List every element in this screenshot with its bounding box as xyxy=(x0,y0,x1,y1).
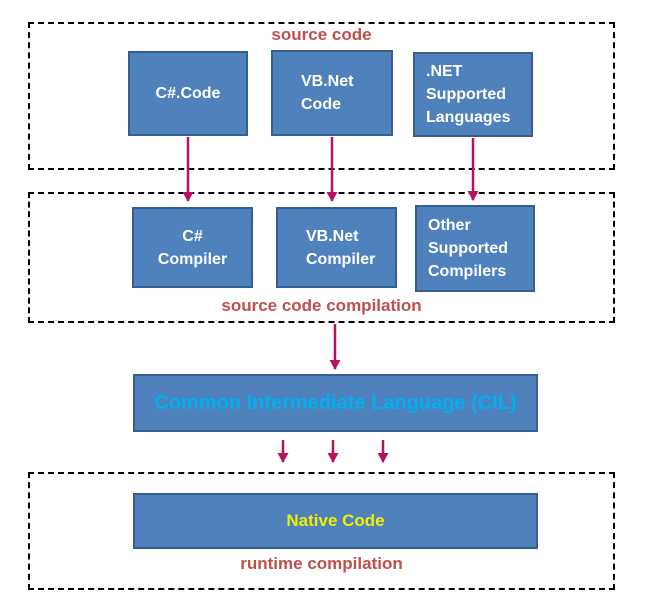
node-text-line: Supported xyxy=(426,86,506,103)
compilation-section-label: source code compilation xyxy=(221,296,422,315)
node-text-line: Compiler xyxy=(306,250,376,268)
node-text-line: Languages xyxy=(426,109,511,126)
node-text-line: VB.Net xyxy=(301,73,354,90)
node-text-line: .NET xyxy=(426,63,463,80)
runtime-section-label: runtime compilation xyxy=(240,554,403,573)
node-cil-bar: Common Intermediate Language (CIL) xyxy=(133,374,538,432)
node-vbnet-compiler: VB.Net Compiler xyxy=(276,207,397,288)
node-text-line: VB.Net xyxy=(306,227,359,245)
runtime-section-box xyxy=(28,472,615,590)
node-text-line: C# xyxy=(182,227,203,245)
node-text-line: Compiler xyxy=(157,250,228,268)
node-native-code-bar: Native Code xyxy=(133,493,538,549)
source-code-section-box xyxy=(28,22,615,170)
cil-bar-label: Common Intermediate Language (CIL) xyxy=(154,391,517,414)
node-other-supported-compilers: Other Supported Compilers xyxy=(415,205,535,292)
native-code-label: Native Code xyxy=(286,511,385,530)
node-text-line: Code xyxy=(301,96,341,113)
node-text-line: Other xyxy=(428,217,471,234)
node-csharp-code: C#.Code xyxy=(128,51,248,136)
node-text-line: Compilers xyxy=(428,263,507,280)
compilation-section-box xyxy=(28,192,615,323)
node-text-line: C#.Code xyxy=(155,85,221,102)
node-net-supported-languages: .NET Supported Languages xyxy=(413,52,533,137)
node-csharp-compiler: C# Compiler xyxy=(132,207,253,288)
node-text-line: Supported xyxy=(428,240,508,257)
node-vbnet-code: VB.Net Code xyxy=(271,50,393,136)
source-code-section-label: source code xyxy=(271,25,372,44)
